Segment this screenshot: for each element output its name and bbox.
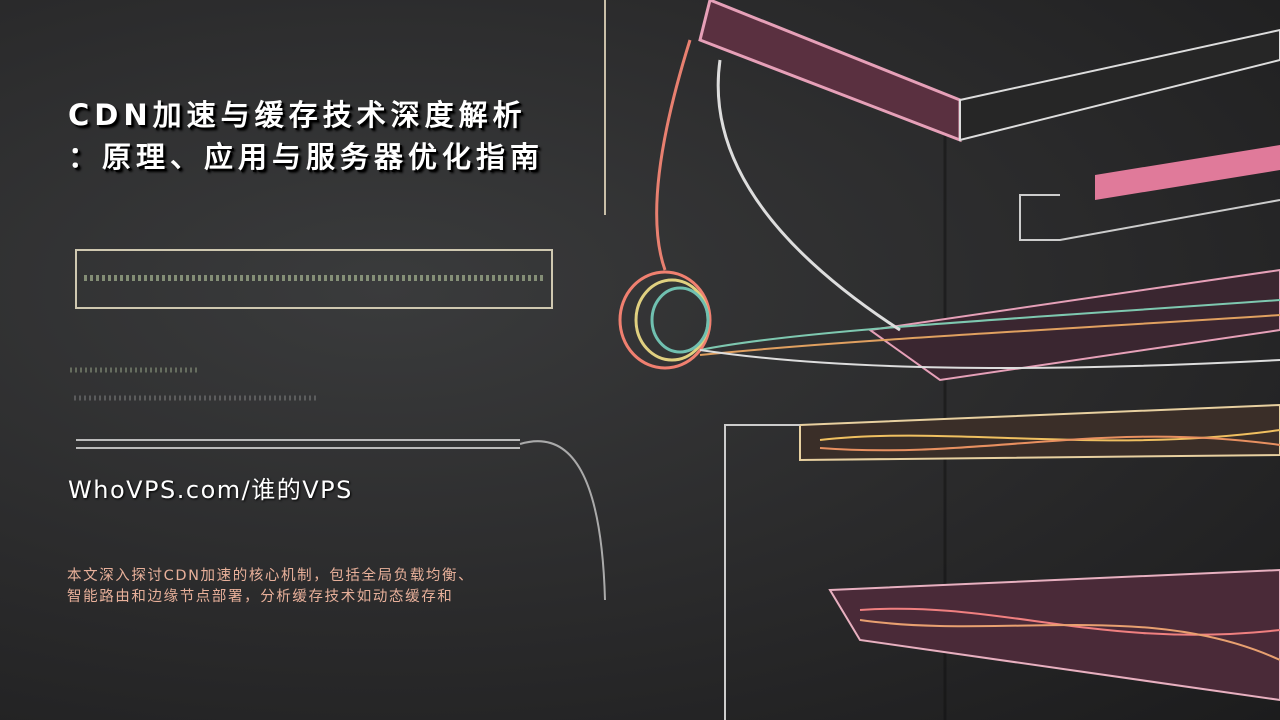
shelf-lower [799, 403, 1280, 462]
site-name: WhoVPS.com/谁的VPS [68, 476, 353, 504]
shelf-pink-light [1019, 145, 1280, 241]
chalk-panel [75, 249, 553, 309]
title-line-1: CDN加速与缓存技术深度解析 [68, 98, 527, 132]
shelf-top [698, 0, 1280, 143]
description-line-2: 智能路由和边缘节点部署，分析缓存技术如动态缓存和 [67, 589, 454, 605]
title-line-2: ：原理、应用与服务器优化指南 [68, 140, 545, 174]
description-line-1: 本文深入探讨CDN加速的核心机制，包括全局负载均衡、 [67, 568, 475, 584]
shelf-bottom [828, 568, 1280, 702]
article-description: 本文深入探讨CDN加速的核心机制，包括全局负载均衡、 智能路由和边缘节点部署，分… [67, 566, 567, 608]
shelf-middle [699, 268, 1280, 382]
cable-coil [618, 39, 1280, 370]
page-title: CDN加速与缓存技术深度解析 ：原理、应用与服务器优化指南 [68, 94, 544, 178]
